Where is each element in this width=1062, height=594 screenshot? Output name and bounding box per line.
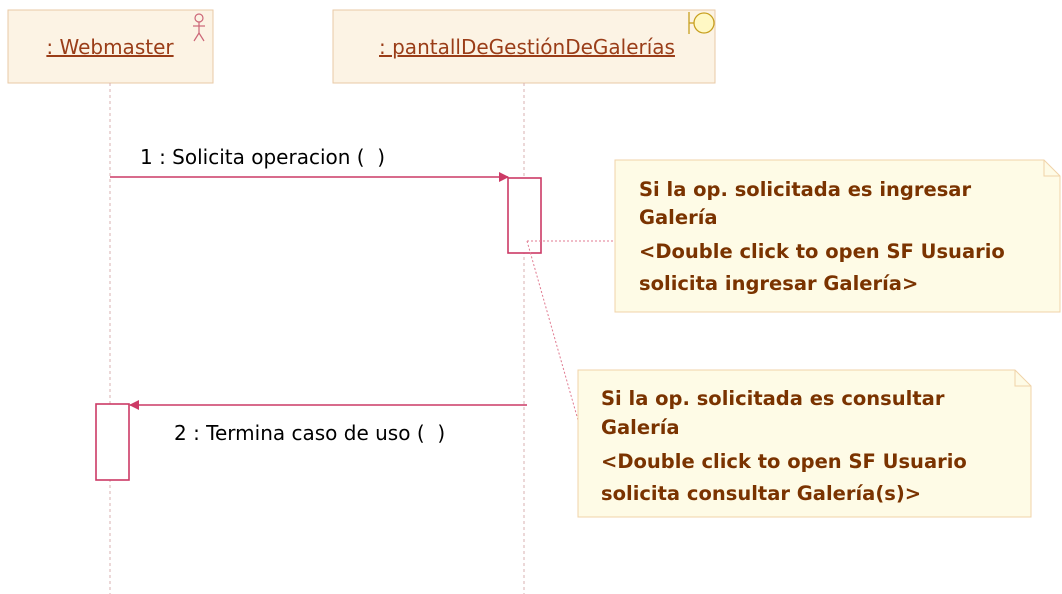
activation-pantalla[interactable] [507, 177, 542, 254]
lifeline-head-pantalla[interactable]: : pantallDeGestiónDeGalerías [332, 9, 716, 84]
boundary-icon [688, 12, 715, 34]
activation-webmaster[interactable] [95, 403, 130, 481]
lifeline-head-webmaster[interactable]: : Webmaster [7, 9, 214, 84]
actor-icon [193, 13, 205, 42]
note-1[interactable]: Si la op. solicitada es ingresar Galería… [614, 159, 1061, 313]
note-2[interactable]: Si la op. solicitada es consultar Galerí… [577, 369, 1032, 518]
lifeline-label-pantalla: : pantallDeGestiónDeGalerías [379, 35, 675, 59]
message-label-2: 2 : Termina caso de uso ( ) [174, 421, 445, 445]
lifeline-label-webmaster: : Webmaster [46, 35, 174, 59]
message-label-1: 1 : Solicita operacion ( ) [140, 145, 385, 169]
note-1-text: Si la op. solicitada es ingresar Galería… [639, 178, 1012, 295]
note-connector-2 [526, 240, 579, 421]
note-2-text: Si la op. solicitada es consultar Galerí… [601, 387, 974, 505]
